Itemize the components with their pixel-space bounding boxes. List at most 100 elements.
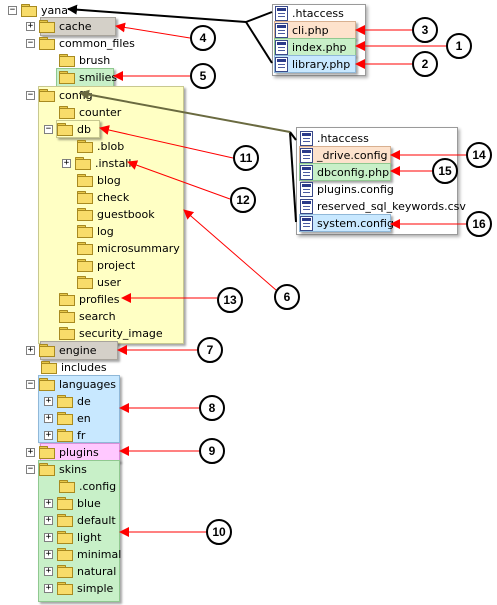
- tree-label: common_files: [59, 36, 135, 50]
- tree-item-install[interactable]: + .install: [62, 155, 131, 171]
- tree-item-log[interactable]: log: [77, 223, 114, 239]
- file-icon: [300, 215, 313, 231]
- tree-label: brush: [79, 53, 111, 67]
- folder-open-icon: [39, 378, 55, 391]
- file-cli-php[interactable]: cli.php: [275, 22, 329, 38]
- tree-label: smilies: [79, 70, 118, 84]
- tree-item-search[interactable]: search: [59, 308, 116, 324]
- tree-label: yana: [41, 3, 68, 17]
- folder-open-icon: [39, 463, 55, 476]
- tree-item-simple[interactable]: + simple: [44, 580, 113, 596]
- file-reserved-sql-keywords[interactable]: reserved_sql_keywords.csv: [300, 198, 466, 214]
- tree-label: .config: [79, 479, 117, 493]
- tree-item-blue[interactable]: + blue: [44, 495, 101, 511]
- tree-item-check[interactable]: check: [77, 189, 129, 205]
- tree-label: check: [97, 190, 130, 204]
- tree-item-project[interactable]: project: [77, 257, 135, 273]
- file-icon: [275, 5, 288, 21]
- tree-label: guestbook: [97, 207, 155, 221]
- tree-item-brush[interactable]: brush: [59, 52, 110, 68]
- expand-toggle[interactable]: +: [26, 344, 35, 355]
- tree-item-minimal[interactable]: + minimal: [44, 546, 121, 562]
- tree-label: microsummary: [97, 241, 180, 255]
- tree-item-blob[interactable]: .blob: [77, 138, 124, 154]
- callout-8: 8: [199, 395, 225, 421]
- tree-item-blog[interactable]: blog: [77, 172, 121, 188]
- tree-item-light[interactable]: + light: [44, 529, 101, 545]
- tree-item-user[interactable]: user: [77, 274, 121, 290]
- expand-toggle[interactable]: +: [44, 548, 53, 559]
- tree-item-skins[interactable]: − skins: [26, 461, 87, 477]
- arrow-6: [183, 209, 277, 291]
- tree-item-engine[interactable]: + engine: [26, 342, 97, 358]
- expand-toggle[interactable]: +: [44, 429, 53, 440]
- tree-item-security-image[interactable]: security_image: [59, 325, 163, 341]
- tree-item-plugins[interactable]: + plugins: [26, 444, 99, 460]
- file-index-php[interactable]: index.php: [275, 39, 347, 55]
- tree-item-de[interactable]: + de: [44, 393, 91, 409]
- file-htaccess[interactable]: .htaccess: [275, 5, 344, 21]
- tree-item-fr[interactable]: + fr: [44, 427, 85, 443]
- tree-label: minimal: [77, 547, 122, 561]
- tree-item-yana[interactable]: − yana: [8, 2, 68, 18]
- expand-toggle[interactable]: +: [44, 565, 53, 576]
- file-config-htaccess[interactable]: .htaccess: [300, 130, 369, 146]
- tree-item-default[interactable]: + default: [44, 512, 116, 528]
- expand-toggle[interactable]: +: [62, 157, 71, 168]
- expand-toggle[interactable]: +: [44, 395, 53, 406]
- tree-item-natural[interactable]: + natural: [44, 563, 116, 579]
- tree-item-db[interactable]: − db: [44, 121, 91, 137]
- tree-item-guestbook[interactable]: guestbook: [77, 206, 155, 222]
- file-library-php[interactable]: library.php: [275, 56, 350, 72]
- file-drive-config[interactable]: _drive.config: [300, 147, 388, 163]
- file-plugins-config[interactable]: plugins.config: [300, 181, 394, 197]
- tree-label: config: [59, 88, 93, 102]
- callout-3: 3: [412, 17, 438, 43]
- tree-item-en[interactable]: + en: [44, 410, 91, 426]
- collapse-toggle[interactable]: −: [26, 463, 35, 474]
- tree-item-common-files[interactable]: − common_files: [26, 35, 135, 51]
- expand-toggle[interactable]: +: [44, 497, 53, 508]
- folder-icon: [41, 361, 57, 374]
- collapse-toggle[interactable]: −: [26, 378, 35, 389]
- expand-toggle[interactable]: +: [26, 446, 35, 457]
- expand-toggle[interactable]: +: [44, 531, 53, 542]
- callout-16: 16: [466, 211, 492, 237]
- collapse-toggle[interactable]: −: [8, 4, 17, 15]
- folder-open-icon: [57, 123, 73, 136]
- collapse-toggle[interactable]: −: [26, 89, 35, 100]
- file-icon: [275, 56, 288, 72]
- callout-14: 14: [466, 142, 492, 168]
- expand-toggle[interactable]: +: [26, 20, 35, 31]
- tree-item-profiles[interactable]: profiles: [59, 291, 119, 307]
- tree-item-microsummary[interactable]: microsummary: [77, 240, 180, 256]
- folder-icon: [59, 71, 75, 84]
- tree-item-skins-config[interactable]: .config: [59, 478, 116, 494]
- file-label: plugins.config: [317, 182, 394, 196]
- tree-item-cache[interactable]: + cache: [26, 18, 92, 34]
- file-system-config[interactable]: system.config: [300, 215, 394, 231]
- file-label: cli.php: [292, 23, 329, 37]
- file-label: reserved_sql_keywords.csv: [317, 199, 466, 213]
- tree-item-config[interactable]: − config: [26, 87, 93, 103]
- collapse-toggle[interactable]: −: [26, 37, 35, 48]
- folder-icon: [77, 259, 93, 272]
- folder-open-icon: [39, 89, 55, 102]
- expand-toggle[interactable]: +: [44, 412, 53, 423]
- folder-icon: [77, 140, 93, 153]
- file-dbconfig-php[interactable]: dbconfig.php: [300, 164, 389, 180]
- tree-label: security_image: [79, 326, 163, 340]
- callout-1: 1: [446, 33, 472, 59]
- tree-label: project: [97, 258, 136, 272]
- tree-label: skins: [59, 462, 87, 476]
- tree-label: .install: [95, 156, 132, 170]
- expand-toggle[interactable]: +: [44, 514, 53, 525]
- folder-open-icon: [21, 4, 37, 17]
- tree-item-counter[interactable]: counter: [59, 104, 121, 120]
- tree-item-smilies[interactable]: smilies: [59, 69, 117, 85]
- tree-item-includes[interactable]: includes: [41, 359, 107, 375]
- expand-toggle[interactable]: +: [44, 582, 53, 593]
- file-label: system.config: [317, 216, 394, 230]
- collapse-toggle[interactable]: −: [44, 123, 53, 134]
- tree-item-languages[interactable]: − languages: [26, 376, 116, 392]
